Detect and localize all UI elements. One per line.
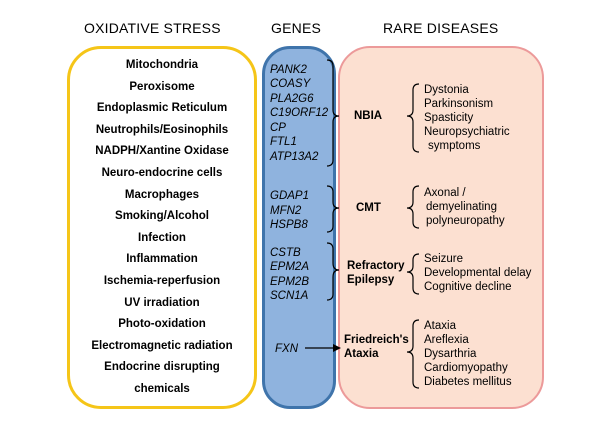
symptom-brace-cmt bbox=[406, 185, 420, 229]
symptom-label: Dysarthria bbox=[424, 348, 477, 360]
header-genes: GENES bbox=[271, 20, 322, 36]
gene-brace-nbia bbox=[326, 59, 340, 167]
oxidative-source: Peroxisome bbox=[129, 81, 195, 93]
gene-label: EPM2A bbox=[270, 261, 309, 273]
oxidative-source: NADPH/Xantine Oxidase bbox=[95, 145, 229, 157]
oxidative-source: Photo-oxidation bbox=[118, 318, 206, 330]
gene-brace-cmt bbox=[326, 185, 340, 233]
symptom-brace-epilepsy bbox=[406, 253, 420, 295]
gene-label: CSTB bbox=[270, 247, 301, 259]
rare-diseases-box bbox=[338, 46, 544, 409]
header-rare-diseases: RARE DISEASES bbox=[383, 20, 499, 36]
symptom-brace-nbia bbox=[406, 83, 420, 153]
arrow-head bbox=[333, 344, 341, 352]
gene-label: MFN2 bbox=[270, 205, 302, 217]
header-oxidative-stress: OXIDATIVE STRESS bbox=[84, 20, 221, 36]
gene-label: EPM2B bbox=[270, 276, 309, 288]
gene-label: COASY bbox=[270, 78, 311, 90]
gene-label: CP bbox=[270, 122, 286, 134]
oxidative-source: chemicals bbox=[134, 383, 190, 395]
oxidative-stress-box bbox=[67, 46, 257, 409]
oxidative-source: Smoking/Alcohol bbox=[115, 210, 209, 222]
symptom-label: Cardiomyopathy bbox=[424, 362, 508, 374]
oxidative-source: Mitochondria bbox=[125, 59, 199, 71]
symptom-label: Spasticity bbox=[424, 112, 474, 124]
symptom-label: Seizure bbox=[424, 253, 463, 265]
symptom-label: Diabetes mellitus bbox=[424, 376, 512, 388]
symptom-label: Areflexia bbox=[424, 334, 469, 346]
gene-label: FTL1 bbox=[270, 136, 297, 148]
oxidative-source: UV irradiation bbox=[124, 297, 200, 309]
gene-label: FXN bbox=[275, 343, 298, 355]
gene-label: GDAP1 bbox=[270, 190, 309, 202]
gene-brace-epilepsy bbox=[326, 242, 340, 301]
oxidative-source: Macrophages bbox=[124, 189, 200, 201]
gene-label: ATP13A2 bbox=[270, 151, 319, 163]
gene-label: C19ORF12 bbox=[270, 107, 329, 119]
symptom-label: symptoms bbox=[428, 140, 481, 152]
gene-label: HSPB8 bbox=[270, 219, 308, 231]
symptom-label: polyneuropathy bbox=[426, 215, 505, 227]
symptom-label: Developmental delay bbox=[424, 267, 532, 279]
oxidative-source: Ischemia-reperfusion bbox=[103, 275, 221, 287]
symptom-label: Cognitive decline bbox=[424, 281, 512, 293]
gene-label: PANK2 bbox=[270, 64, 307, 76]
oxidative-source: Neuro-endocrine cells bbox=[101, 167, 223, 179]
symptom-label: Dystonia bbox=[424, 84, 469, 96]
disease-name-nbia: NBIA bbox=[354, 110, 383, 122]
oxidative-source: Endoplasmic Reticulum bbox=[96, 102, 228, 114]
oxidative-source: Electromagnetic radiation bbox=[91, 340, 233, 352]
symptom-label: Ataxia bbox=[424, 320, 456, 332]
disease-name-friedreich: Friedreich's bbox=[344, 334, 409, 346]
gene-label: PLA2G6 bbox=[270, 93, 314, 105]
oxidative-source: Neutrophils/Eosinophils bbox=[95, 124, 229, 136]
disease-name-friedreich: Ataxia bbox=[344, 348, 379, 360]
symptom-label: Neuropsychiatric bbox=[424, 126, 510, 138]
oxidative-source: Endocrine disrupting bbox=[104, 361, 220, 373]
disease-name-cmt: CMT bbox=[356, 202, 381, 214]
oxidative-source: Inflammation bbox=[126, 253, 198, 265]
symptom-label: Parkinsonism bbox=[424, 98, 494, 110]
disease-name-epilepsy: Refractory bbox=[347, 260, 405, 272]
disease-name-epilepsy: Epilepsy bbox=[347, 274, 395, 286]
gene-label: SCN1A bbox=[270, 290, 309, 302]
symptom-brace-friedreich bbox=[406, 319, 420, 389]
symptom-label: demyelinating bbox=[426, 201, 497, 213]
oxidative-source: Infection bbox=[138, 232, 186, 244]
symptom-label: Axonal / bbox=[424, 187, 466, 199]
